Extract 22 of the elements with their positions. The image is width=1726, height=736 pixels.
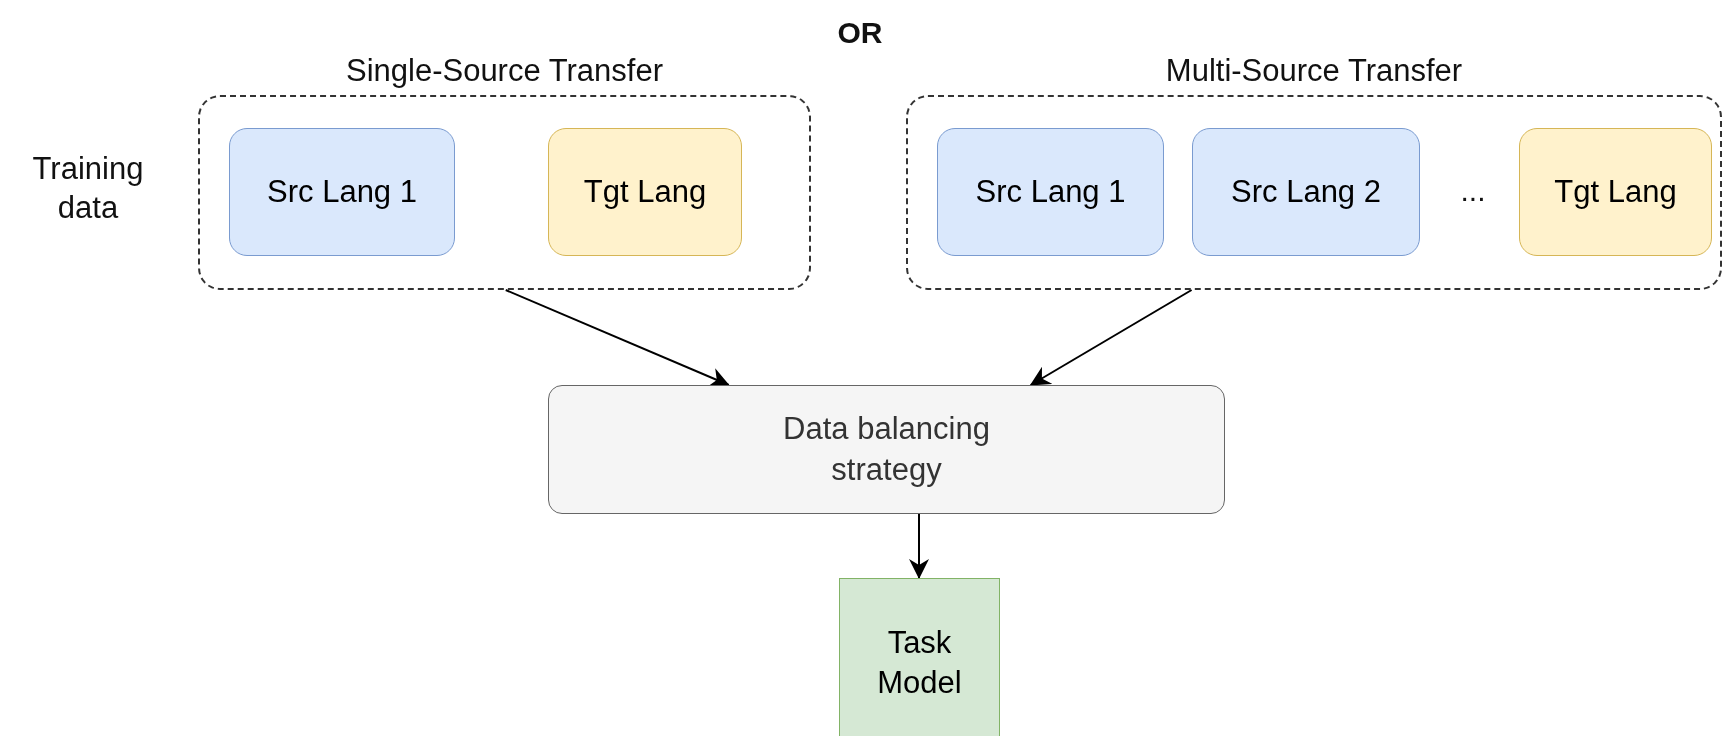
node-label: Tgt Lang	[1554, 172, 1677, 211]
process-box	[1192, 128, 1420, 256]
row-label: Training data	[31, 150, 145, 227]
or-label: OR	[836, 15, 884, 51]
arrow	[909, 513, 929, 579]
group-heading: Multi-Source Transfer	[1164, 53, 1464, 89]
node-label: Src Lang 1	[267, 172, 417, 211]
process-box	[229, 128, 455, 256]
arrow	[1029, 289, 1193, 386]
process-box	[937, 128, 1164, 256]
node-label: Tgt Lang	[583, 172, 707, 211]
group-heading: Single-Source Transfer	[344, 53, 664, 89]
process-box	[839, 578, 1000, 736]
node-label: Src Lang 2	[1231, 172, 1381, 211]
arrow	[504, 289, 730, 387]
node-label: Data balancing strategy	[782, 410, 991, 489]
process-box	[548, 128, 742, 256]
node-label: Task Model	[876, 623, 963, 702]
node-label: Src Lang 1	[975, 172, 1126, 211]
process-box	[548, 385, 1225, 514]
process-box	[1519, 128, 1712, 256]
ellipsis-label: ...	[1459, 173, 1487, 209]
